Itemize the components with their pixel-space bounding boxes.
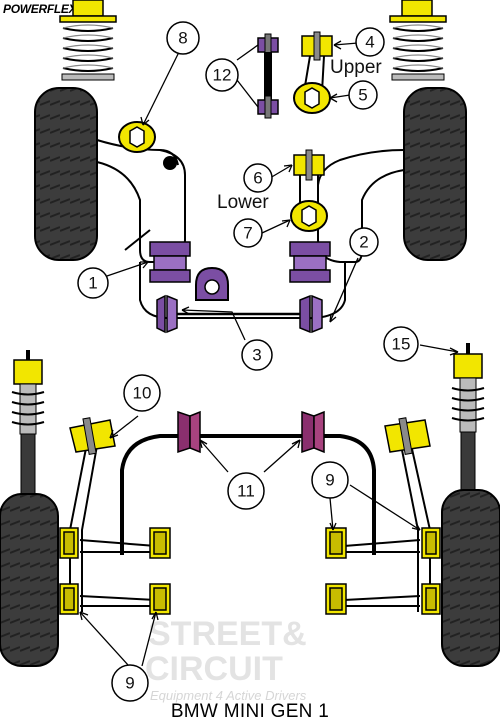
diagram-caption: BMW MINI GEN 1 [170, 701, 330, 722]
callouts [77, 21, 419, 702]
callout-5 [348, 80, 378, 110]
callout-9-right [311, 461, 349, 499]
callout-11 [227, 472, 265, 510]
bush-9-rear-beam [59, 527, 441, 615]
callout-12 [205, 58, 239, 92]
callout-5-text: 5 [358, 86, 367, 105]
callout-9-left [111, 664, 149, 702]
callout-15 [383, 326, 419, 362]
rear-right-shock [451, 343, 485, 491]
callout-3-text: 3 [252, 346, 261, 365]
callout-1 [77, 267, 109, 299]
watermark-tagline: Equipment 4 Active Drivers [150, 688, 307, 703]
brand-logo: POWERFLEX [3, 2, 77, 16]
watermark-line1: STREET& [148, 615, 307, 653]
callout-8 [166, 21, 200, 55]
engine-mount-bush [195, 266, 229, 301]
callout-2 [349, 227, 379, 257]
bush-4-upper-link [301, 31, 333, 93]
bush-6-lower-link [293, 149, 325, 205]
front-right-tyre [403, 87, 467, 261]
callout-12-text: 12 [213, 66, 232, 85]
callout-10 [123, 374, 161, 412]
callout-3 [241, 339, 273, 371]
callout-9-left-text: 9 [125, 674, 134, 693]
rear-left-shock [11, 350, 45, 495]
callout-7 [233, 218, 263, 248]
callout-4-text: 4 [365, 33, 374, 52]
callout-6-text: 6 [253, 169, 262, 188]
callout-9-right-text: 9 [325, 471, 334, 490]
front-right-spring [389, 0, 447, 81]
label-upper: Upper [330, 57, 382, 78]
rear-anti-roll-bar [120, 410, 376, 555]
callout-6 [243, 163, 273, 193]
bush-2-subframe-right [289, 241, 331, 283]
front-left-spring [59, 0, 117, 81]
bush-3-front-arb [156, 294, 323, 334]
bush-10-trailing-arm [69, 417, 431, 456]
bush-8-wishbone-front [118, 121, 156, 153]
bush-12-dogbone-link [257, 33, 279, 119]
callout-10-text: 10 [133, 384, 152, 403]
bush-1-subframe-left [149, 241, 191, 283]
label-lower: Lower [217, 192, 269, 213]
front-left-tyre [34, 87, 98, 261]
rear-right-tyre [441, 489, 500, 667]
leader-lines [79, 40, 459, 667]
callout-15-text: 15 [392, 335, 411, 354]
watermark: STREET& CIRCUIT Equipment 4 Active Drive… [145, 615, 307, 703]
front-pivot-hole [163, 156, 177, 170]
bush-7-lower-mount [290, 200, 328, 232]
bush-5-upper-mount [293, 82, 331, 114]
callout-7-text: 7 [243, 224, 252, 243]
callout-8-text: 8 [178, 29, 187, 48]
callout-11-text: 11 [237, 482, 255, 501]
callout-4 [355, 27, 385, 57]
callout-1-text: 1 [88, 274, 97, 293]
callout-numbers: 8 4 5 12 6 7 1 2 3 15 10 11 9 9 [88, 29, 410, 693]
rear-left-tyre [0, 493, 59, 667]
callout-2-text: 2 [359, 233, 368, 252]
watermark-line2: CIRCUIT [145, 650, 283, 688]
